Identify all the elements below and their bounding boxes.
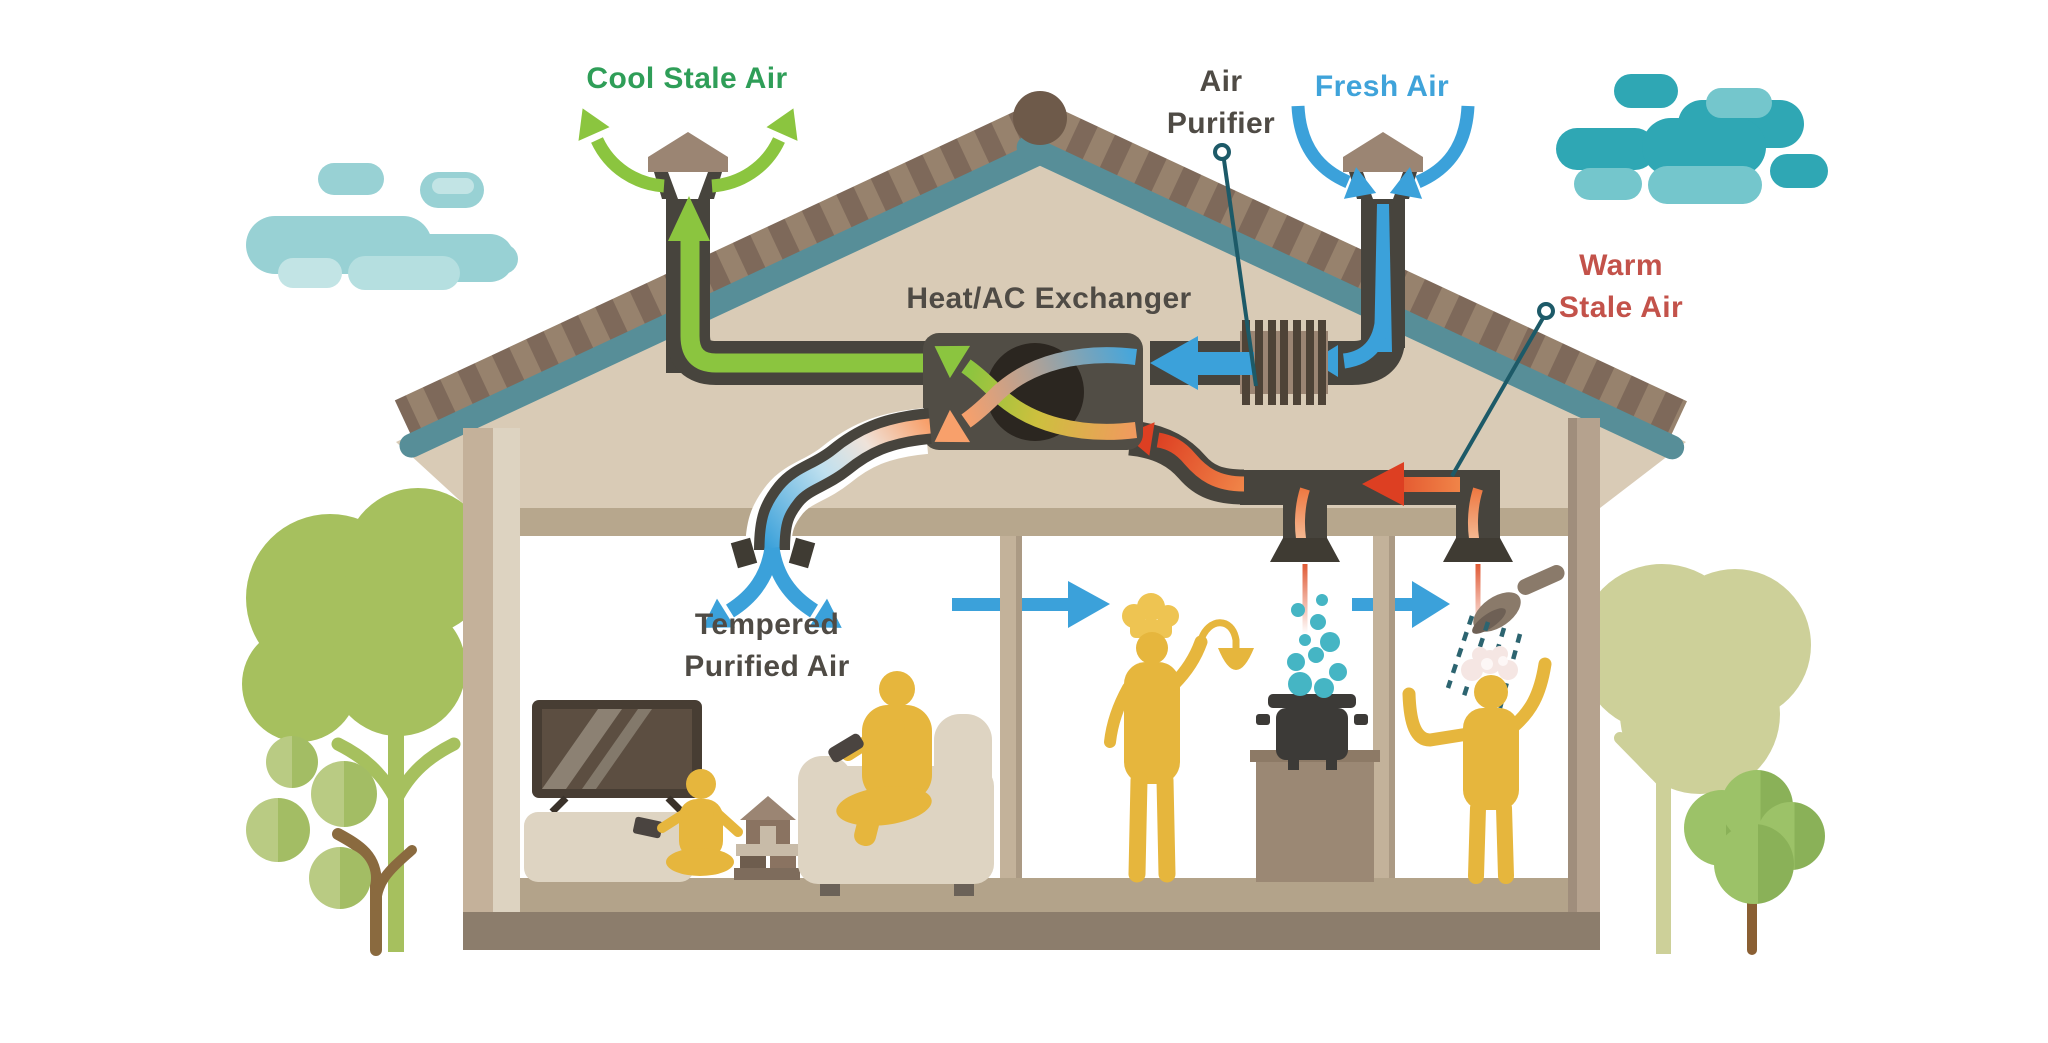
bathing-figure <box>1402 657 1552 884</box>
label-tempered-purified-air: Tempered Purified Air <box>684 604 849 688</box>
interior-wall-1 <box>1000 536 1022 878</box>
label-warm-stale-air: Warm Stale Air <box>1559 245 1683 329</box>
extract-vent-bath <box>1443 538 1513 562</box>
steam-bubbles <box>1287 594 1347 698</box>
chef-figure <box>1104 593 1254 883</box>
airflow-arrow-living-to-kitchen <box>952 581 1110 628</box>
cloud-left <box>246 163 518 290</box>
label-cool-stale-air: Cool Stale Air <box>586 62 788 95</box>
fresh-air-arrow-to-exchanger <box>1150 336 1254 390</box>
ceiling-band <box>463 508 1600 536</box>
shower-head-fixture <box>1472 565 1565 634</box>
foundation-band <box>463 912 1600 950</box>
wall-left <box>463 428 520 912</box>
tree-left-small <box>246 736 417 956</box>
airflow-arrow-kitchen-to-bath <box>1352 581 1450 628</box>
adult-figure <box>828 671 932 847</box>
roof-ridge-cap <box>1013 91 1067 145</box>
label-tempered-line1: Tempered <box>694 608 840 641</box>
label-air-purifier: Air Purifier <box>1167 61 1275 145</box>
tree-right-small <box>1684 770 1825 955</box>
interior-wall-2 <box>1373 536 1395 878</box>
toy-blocks <box>734 796 800 880</box>
wall-right <box>1568 418 1600 912</box>
tree-left-large <box>242 488 492 952</box>
label-heat-ac-exchanger: Heat/AC Exchanger <box>906 282 1192 315</box>
tv <box>532 700 702 815</box>
cloud-right <box>1556 74 1828 204</box>
warm-return-duct <box>1124 420 1500 554</box>
leader-air-purifier <box>1213 143 1258 387</box>
label-air-purifier-line1: Air <box>1199 65 1243 98</box>
exhaust-duct <box>578 108 940 385</box>
leader-warm-stale-air <box>1450 302 1555 477</box>
label-air-purifier-line2: Purifier <box>1166 107 1276 140</box>
armchair <box>798 714 994 896</box>
roof-left-slope <box>394 98 1066 458</box>
label-warm-stale-air-line2: Stale Air <box>1558 291 1684 324</box>
cooking-pot <box>1256 694 1368 770</box>
shampoo-foam <box>1461 646 1518 681</box>
label-tempered-line2: Purified Air <box>684 650 850 683</box>
extract-vent-kitchen <box>1270 538 1340 562</box>
tv-stand <box>524 812 694 882</box>
label-warm-stale-air-line1: Warm <box>1579 249 1663 282</box>
roof-right-slope <box>1016 98 1687 460</box>
tree-right-large <box>1578 564 1811 954</box>
floor-band <box>463 878 1600 912</box>
heat-exchanger-unit <box>923 333 1143 450</box>
supply-duct <box>702 408 932 628</box>
label-fresh-air: Fresh Air <box>1314 70 1450 103</box>
fresh-air-duct <box>1150 105 1475 385</box>
kitchen-counter <box>1250 750 1380 882</box>
attic-gable <box>396 140 1686 508</box>
child-figure <box>657 769 743 876</box>
